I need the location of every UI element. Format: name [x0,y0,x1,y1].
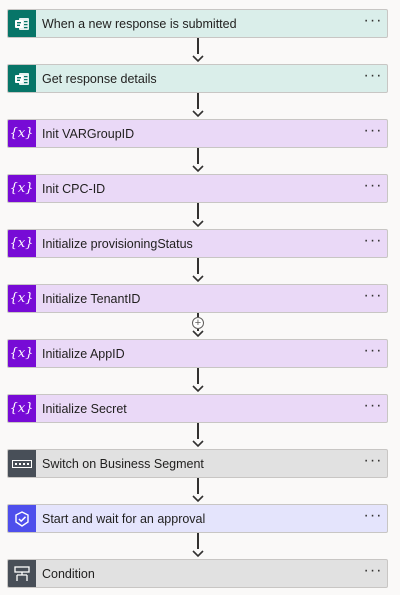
connector-arrow-icon [192,275,204,283]
forms-icon [8,10,36,37]
step-card-init-vargroupid[interactable]: {x} Init VARGroupID ··· [7,119,388,148]
connector-line [197,533,199,549]
connector-arrow-icon [192,165,204,173]
connector-arrow-icon [192,440,204,448]
variable-icon: {x} [8,230,36,257]
variable-icon: {x} [8,340,36,367]
connector-line [197,203,199,219]
variable-symbol: {x} [9,236,34,251]
connector-line [197,329,199,331]
connector-arrow-icon [192,385,204,393]
more-options-button[interactable]: ··· [363,286,383,304]
condition-icon [8,560,36,587]
step-card-approval[interactable]: Start and wait for an approval ··· [7,504,388,533]
connector-line [197,368,199,384]
switch-icon [8,450,36,477]
step-card-get-response[interactable]: Get response details ··· [7,64,388,93]
step-card-init-provisioning-status[interactable]: {x} Initialize provisioningStatus ··· [7,229,388,258]
step-card-init-cpc-id[interactable]: {x} Init CPC-ID ··· [7,174,388,203]
add-step-button[interactable]: + [192,317,204,329]
more-options-button[interactable]: ··· [363,11,383,29]
step-card-init-appid[interactable]: {x} Initialize AppID ··· [7,339,388,368]
more-options-button[interactable]: ··· [363,561,383,579]
connector-arrow-icon [192,110,204,118]
step-card-switch[interactable]: Switch on Business Segment ··· [7,449,388,478]
variable-symbol: {x} [9,401,34,416]
step-card-init-secret[interactable]: {x} Initialize Secret ··· [7,394,388,423]
more-options-button[interactable]: ··· [363,506,383,524]
connector-line [197,478,199,494]
forms-icon [8,65,36,92]
step-card-trigger[interactable]: When a new response is submitted ··· [7,9,388,38]
variable-symbol: {x} [9,181,34,196]
step-title: Init CPC-ID [42,181,106,196]
connector-arrow-icon [192,495,204,503]
connector-line [197,93,199,109]
variable-icon: {x} [8,175,36,202]
step-title: Initialize AppID [42,346,125,361]
more-options-button[interactable]: ··· [363,451,383,469]
step-title: Get response details [42,71,157,86]
connector-arrow-icon [192,55,204,63]
connector-line [197,38,199,54]
variable-symbol: {x} [9,291,34,306]
more-options-button[interactable]: ··· [363,176,383,194]
variable-icon: {x} [8,285,36,312]
variable-symbol: {x} [9,346,34,361]
step-title: Initialize Secret [42,401,127,416]
approval-icon [8,505,36,532]
step-title: When a new response is submitted [42,16,237,31]
connector-arrow-icon [192,330,204,338]
step-card-condition[interactable]: Condition ··· [7,559,388,588]
connector-arrow-icon [192,550,204,558]
more-options-button[interactable]: ··· [363,231,383,249]
more-options-button[interactable]: ··· [363,121,383,139]
connector-arrow-icon [192,220,204,228]
variable-icon: {x} [8,120,36,147]
step-title: Switch on Business Segment [42,456,204,471]
connector-line [197,313,199,317]
step-title: Start and wait for an approval [42,511,206,526]
step-card-init-tenantid[interactable]: {x} Initialize TenantID ··· [7,284,388,313]
connector-line [197,423,199,439]
step-title: Initialize TenantID [42,291,141,306]
more-options-button[interactable]: ··· [363,341,383,359]
more-options-button[interactable]: ··· [363,66,383,84]
connector-line [197,258,199,274]
step-title: Condition [42,566,95,581]
step-title: Init VARGroupID [42,126,135,141]
step-title: Initialize provisioningStatus [42,236,193,251]
more-options-button[interactable]: ··· [363,396,383,414]
variable-icon: {x} [8,395,36,422]
connector-line [197,148,199,164]
variable-symbol: {x} [9,126,34,141]
